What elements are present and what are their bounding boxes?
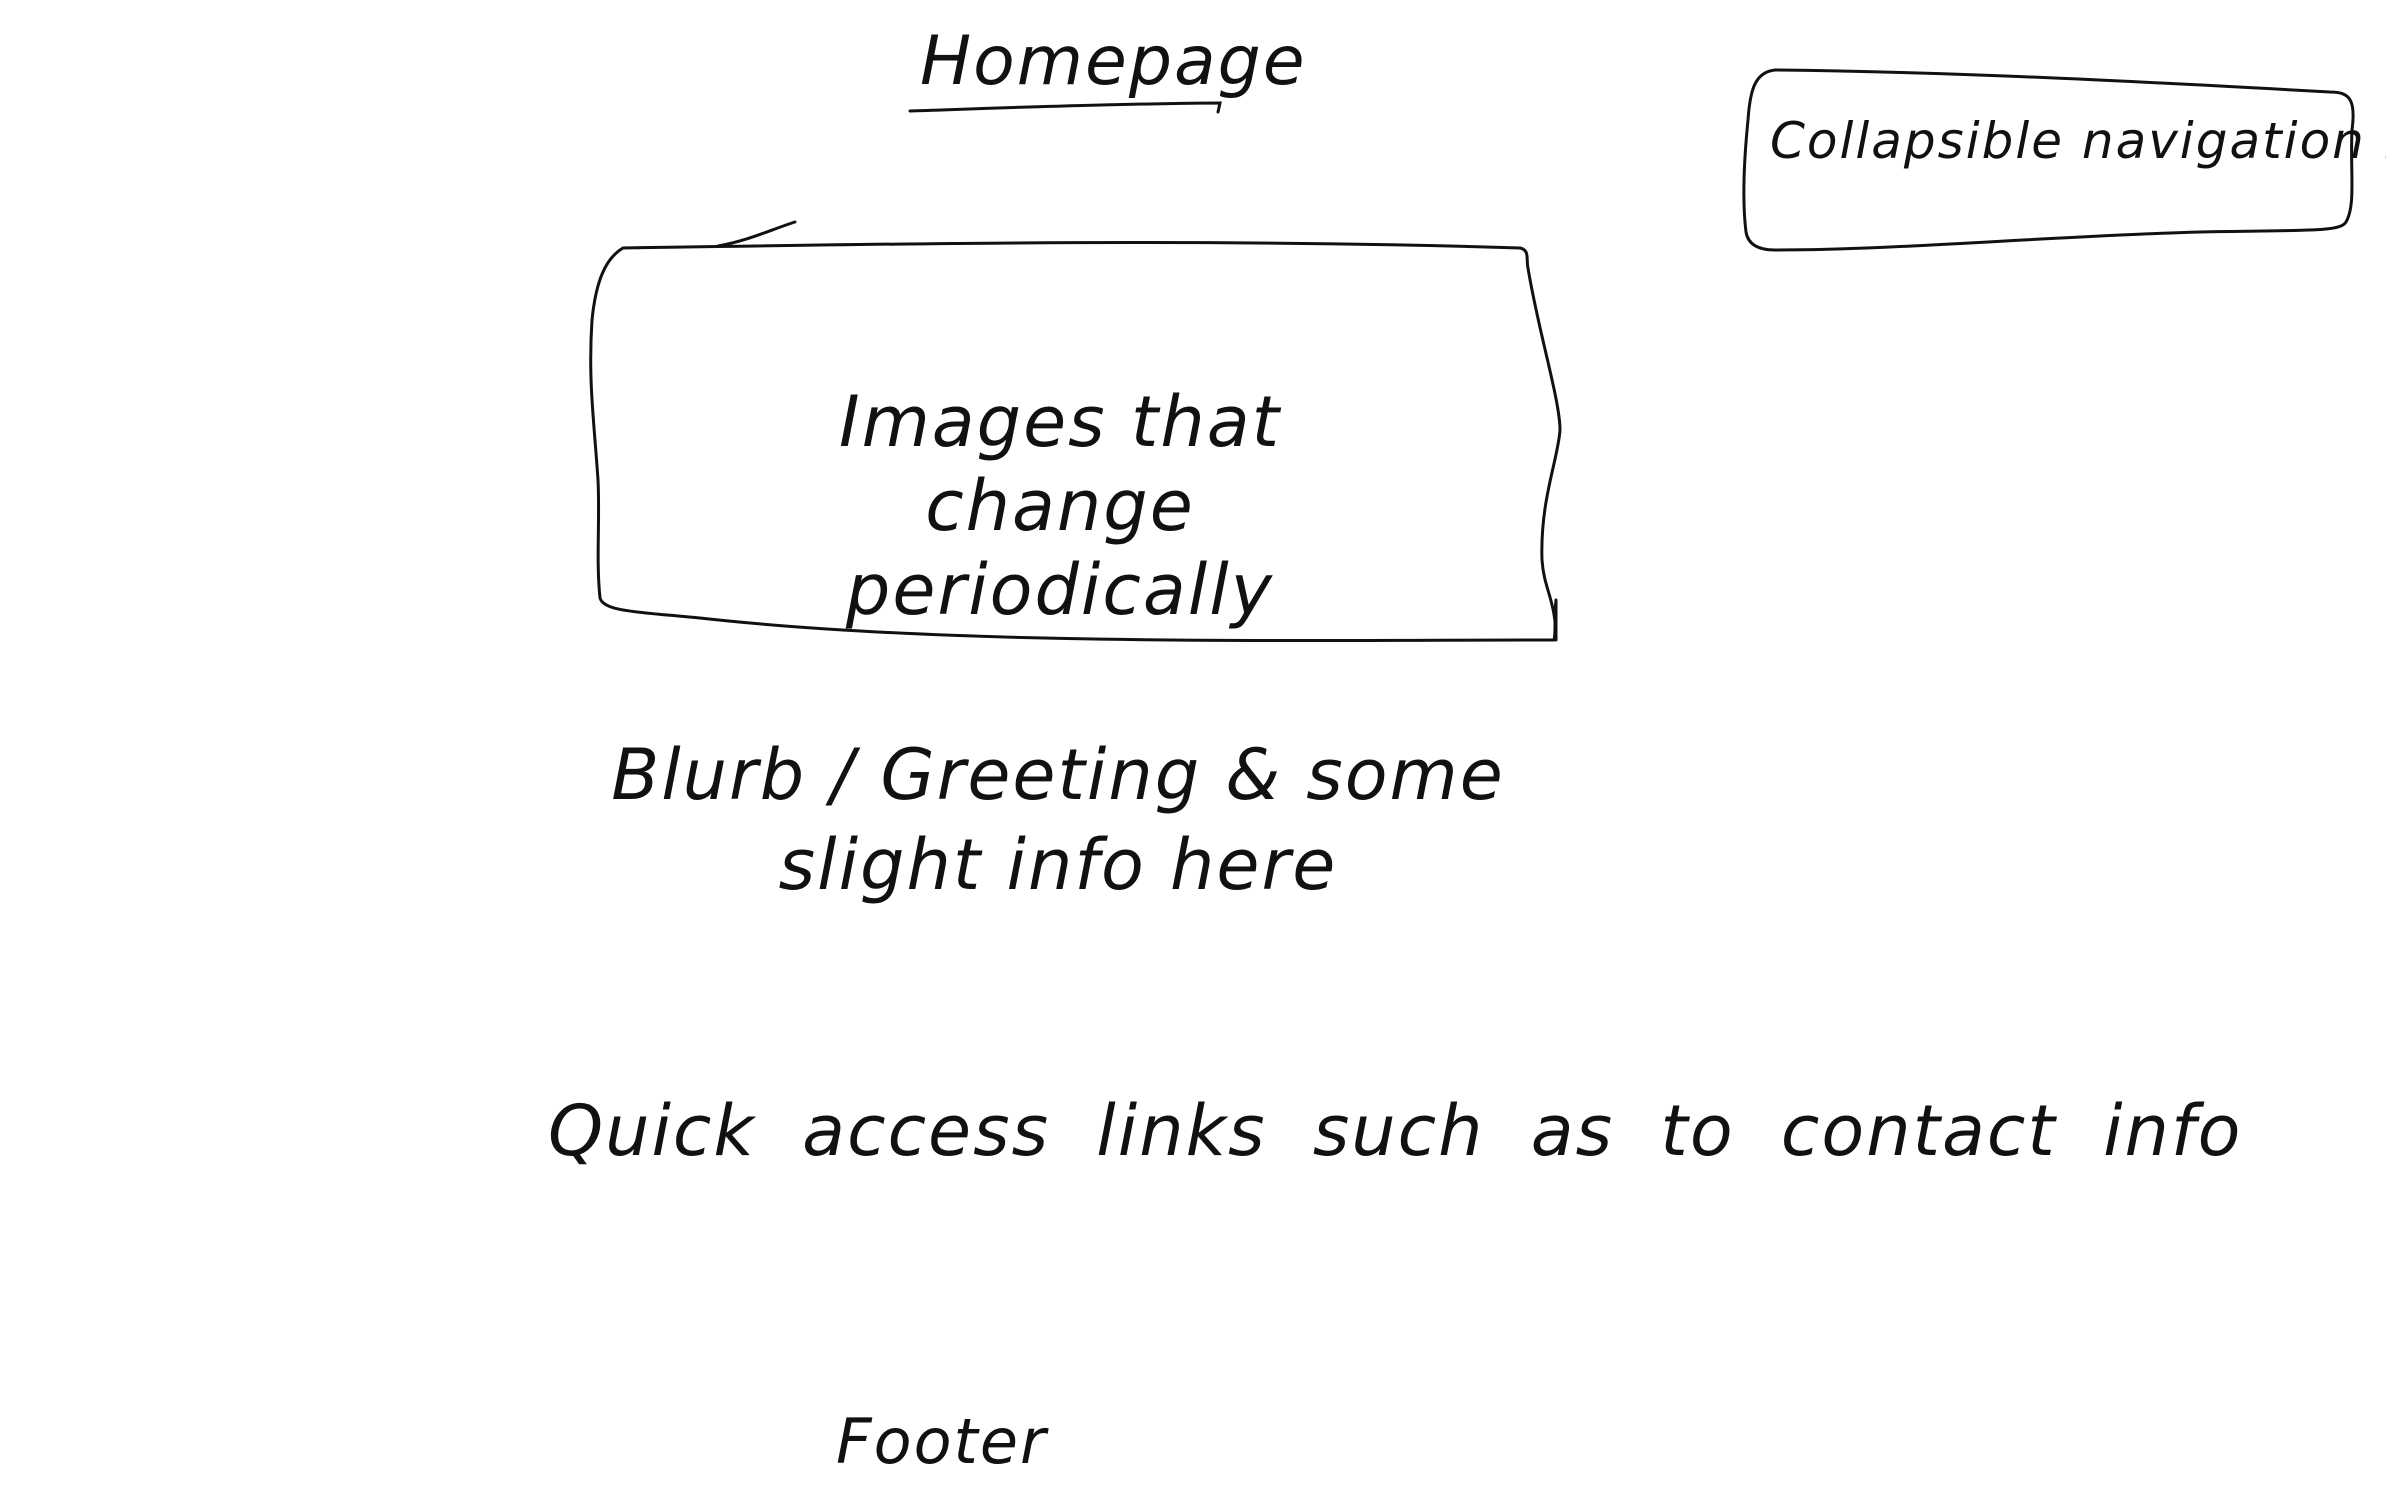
- title-underline: [908, 101, 1222, 114]
- nav-bar-label: Collapsible navigation bar: [1770, 112, 2386, 170]
- page-title: Homepage: [920, 22, 1307, 101]
- image-carousel-label: Images that change periodically: [838, 381, 1282, 631]
- nav-box: [1742, 68, 2355, 252]
- blurb-greeting-label: Blurb / Greeting & some slight info here: [611, 734, 1505, 906]
- footer-label: Footer: [836, 1405, 1048, 1478]
- image-carousel-stroke: [716, 220, 797, 248]
- image-carousel-box: [589, 241, 1562, 643]
- quick-links-label: Quick access links such as to contact in…: [548, 1090, 2243, 1172]
